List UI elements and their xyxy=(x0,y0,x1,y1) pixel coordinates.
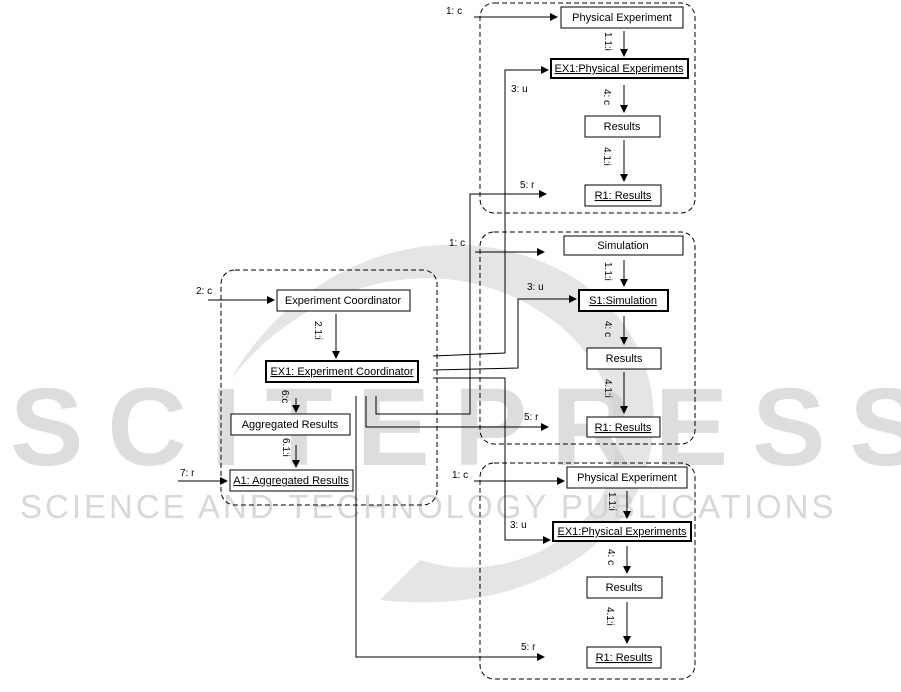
label-coord-read: 7: r xyxy=(180,468,195,479)
sim-r1-results-label: R1: Results xyxy=(595,422,652,434)
label-top-results-i: 4.1:i xyxy=(601,147,612,166)
bottom-ex1-physical-box[interactable] xyxy=(552,521,692,542)
bottom-r1-results-box[interactable] xyxy=(586,646,662,669)
label-coord-agg-i: 6.1:i xyxy=(280,438,291,457)
label-coord-create: 2.1:i xyxy=(312,321,323,340)
bottom-physical-experiment-box[interactable] xyxy=(566,466,688,489)
label-top-create: 1: c xyxy=(446,6,462,17)
top-physical-group: Physical Experiment EX1:Physical Experim… xyxy=(446,6,689,207)
top-r1-results-box[interactable] xyxy=(584,184,662,207)
group-simulation xyxy=(479,231,696,445)
label-bottom-update: 3: u xyxy=(510,520,527,531)
connector-read-top xyxy=(375,190,547,415)
label-bottom-results-i: 4.1:i xyxy=(604,607,615,626)
s1-simulation-box[interactable] xyxy=(578,289,669,312)
bottom-physical-experiment-label: Physical Experiment xyxy=(577,472,677,484)
simulation-group: Simulation S1:Simulation Results R1: Res… xyxy=(449,235,684,438)
label-top-results: 4: c xyxy=(601,89,612,105)
bottom-results-box[interactable] xyxy=(586,576,663,599)
bottom-r1-results-label: R1: Results xyxy=(596,652,653,664)
experiment-coordinator-box[interactable] xyxy=(276,289,411,312)
group-bottom-physical xyxy=(479,462,696,680)
label-bottom-results: 4: c xyxy=(605,549,616,565)
label-top-update: 3: u xyxy=(511,84,528,95)
label-sim-update: 3: u xyxy=(527,282,544,293)
watermark: SCITEPRESS SCIENCE AND TECHNOLOGY PUBLIC… xyxy=(10,244,901,603)
label-top-i: 1.1:i xyxy=(602,32,613,51)
bottom-physical-group: Physical Experiment EX1:Physical Experim… xyxy=(452,466,692,669)
sim-results-label: Results xyxy=(606,353,643,365)
label-bottom-read: 5: r xyxy=(521,642,536,653)
top-r1-results-label: R1: Results xyxy=(595,190,652,202)
label-sim-read: 5: r xyxy=(524,412,539,423)
connectors xyxy=(355,66,577,661)
experiment-coordinator-label: Experiment Coordinator xyxy=(285,295,402,307)
simulation-label: Simulation xyxy=(597,240,648,252)
watermark-sub-text: SCIENCE AND TECHNOLOGY PUBLICATIONS xyxy=(20,488,837,525)
aggregated-results-box[interactable] xyxy=(230,413,351,436)
a1-aggregated-results-label: A1: Aggregated Results xyxy=(233,475,349,487)
sim-results-box[interactable] xyxy=(586,347,662,370)
top-physical-experiment-label: Physical Experiment xyxy=(572,12,672,24)
connector-read-sim xyxy=(365,396,549,431)
label-top-read: 5: r xyxy=(520,180,535,191)
group-coordinator xyxy=(220,269,438,506)
connector-update-top xyxy=(432,66,549,357)
label-bottom-create: 1: c xyxy=(452,470,468,481)
simulation-box[interactable] xyxy=(563,235,684,256)
top-results-box[interactable] xyxy=(584,115,661,138)
a1-aggregated-results-box[interactable] xyxy=(229,469,354,492)
label-sim-results-i: 4.1:i xyxy=(602,379,613,398)
ex1-coordinator-box[interactable] xyxy=(265,360,419,383)
label-sim-results: 4: c xyxy=(602,321,613,337)
sim-r1-results-box[interactable] xyxy=(586,416,661,438)
label-coord-in: 2: c xyxy=(196,286,212,297)
top-ex1-physical-box[interactable] xyxy=(550,58,689,79)
aggregated-results-label: Aggregated Results xyxy=(242,419,339,431)
group-top-physical xyxy=(479,2,696,214)
ex1-coordinator-label: EX1: Experiment Coordinator xyxy=(270,366,413,378)
bottom-ex1-physical-label: EX1:Physical Experiments xyxy=(558,526,687,538)
connector-update-bottom xyxy=(433,377,551,544)
s1-simulation-label: S1:Simulation xyxy=(589,295,657,307)
bottom-results-label: Results xyxy=(606,582,643,594)
label-bottom-i: 1.1:i xyxy=(606,492,617,511)
top-results-label: Results xyxy=(604,121,641,133)
label-sim-create: 1: c xyxy=(449,238,465,249)
connector-read-bottom xyxy=(355,396,545,661)
label-sim-i: 1.1:i xyxy=(602,262,613,281)
top-physical-experiment-box[interactable] xyxy=(560,6,684,29)
coordinator-group: Experiment Coordinator EX1: Experiment C… xyxy=(178,286,419,492)
top-ex1-physical-label: EX1:Physical Experiments xyxy=(555,63,684,75)
label-coord-agg: 6:c xyxy=(279,390,290,403)
connector-update-sim xyxy=(432,295,577,371)
